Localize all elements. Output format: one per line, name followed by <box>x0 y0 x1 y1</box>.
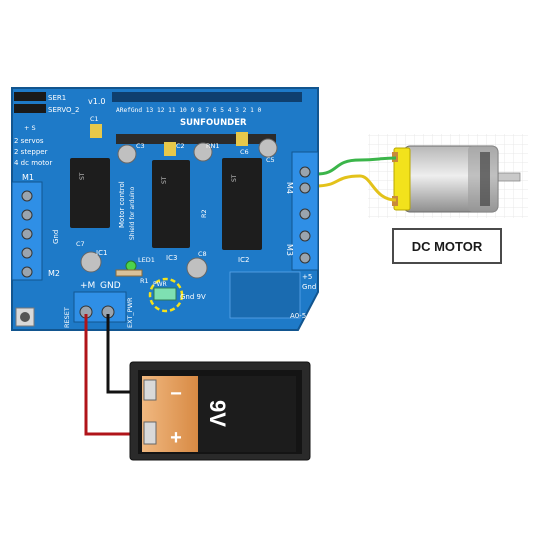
ext-pwr-terminal <box>73 291 127 323</box>
battery-body <box>198 376 296 452</box>
red-wire <box>84 314 142 436</box>
chip-mark-ic1: ST <box>79 172 86 180</box>
chip-mark-ic3: ST <box>161 176 168 184</box>
battery-minus-sign: − <box>170 383 182 405</box>
pwr-label: PWR <box>153 281 167 288</box>
gnd-bottom-label: GND <box>100 281 121 291</box>
plus-s-label: + S <box>24 124 36 132</box>
resistor-network <box>116 134 276 144</box>
arduino-pin-row: ARefGnd 13 12 11 10 9 8 7 6 5 4 3 2 1 0 <box>116 107 262 114</box>
note-servos: 2 servos <box>14 137 44 145</box>
note-dc-motor: 4 dc motor <box>14 159 52 167</box>
capacitor-c8 <box>186 257 208 279</box>
dc-motor-label-box: DC MOTOR <box>392 228 502 264</box>
m2-label: M2 <box>48 269 60 278</box>
ext-pwr-label: EXT_PWR <box>126 297 134 328</box>
chip-ic2 <box>222 158 262 250</box>
resistor-r1 <box>115 269 143 277</box>
c7-label: C7 <box>76 240 85 248</box>
capacitor-c7 <box>80 251 102 273</box>
battery-9v: − + 9V <box>129 361 311 461</box>
left-terminal-block <box>11 181 43 281</box>
reset-label: RESET <box>63 307 71 328</box>
c8-label: C8 <box>198 250 207 258</box>
r2-label: R2 <box>200 209 208 218</box>
m3-label: M3 <box>285 244 294 256</box>
servo1-header <box>14 92 46 101</box>
chip-ic1 <box>70 158 110 228</box>
capacitor-c3 <box>164 142 176 156</box>
c5-label: C5 <box>266 156 275 164</box>
side-text-1: Motor control <box>118 181 126 228</box>
servo1-label: SER1 <box>48 94 66 102</box>
led1-label: LED1 <box>138 256 155 264</box>
gnd-left-label: Gnd <box>52 230 60 244</box>
m1-label: M1 <box>22 173 34 182</box>
motor-end-cap <box>393 147 411 211</box>
c3-label: C3 <box>136 142 145 150</box>
ic3-label: IC3 <box>166 254 177 262</box>
top-header-pins <box>112 92 302 102</box>
plus-m-label: +M <box>80 281 95 291</box>
capacitor-c3-top <box>117 144 137 164</box>
gnd-9v-label: Gnd 9V <box>180 293 206 301</box>
r1-label: R1 <box>140 277 149 285</box>
plus5-label: +5 <box>302 273 312 281</box>
pwr-jumper <box>153 287 177 301</box>
capacitor-c5 <box>258 138 278 158</box>
battery-terminal-minus <box>143 379 157 401</box>
yellow-wire <box>315 174 397 202</box>
side-text-2: Shield for arduino <box>129 186 136 240</box>
dc-motor <box>368 134 528 218</box>
capacitor-c6 <box>236 132 248 146</box>
ic1-label: IC1 <box>96 249 107 257</box>
pin-grid <box>229 271 301 319</box>
battery-plus-sign: + <box>170 427 182 449</box>
c1-label: C1 <box>90 115 99 123</box>
pwr-jumper-highlight <box>148 277 184 313</box>
c2-label: C2 <box>176 142 185 150</box>
chip-mark-ic2: ST <box>231 174 238 182</box>
motor-shield-board: SER1 SERVO_2 v1.0 ARefGnd 13 12 11 10 9 … <box>11 87 319 331</box>
servo2-label: SERVO_2 <box>48 106 79 114</box>
chip-ic3 <box>152 160 190 248</box>
capacitor-c1 <box>90 124 102 138</box>
a0-5-label: A0-5 <box>290 312 306 320</box>
green-wire <box>315 156 397 176</box>
battery-terminal-plus <box>143 421 157 445</box>
dc-motor-label: DC MOTOR <box>411 238 483 254</box>
note-stepper: 2 stepper <box>14 148 48 156</box>
rn1-label: RN1 <box>206 142 220 150</box>
capacitor-c2 <box>193 142 213 162</box>
motor-wires <box>315 156 397 202</box>
ic2-label: IC2 <box>238 256 249 264</box>
c6-label: C6 <box>240 148 249 156</box>
battery-voltage: 9V <box>205 400 230 427</box>
reset-knob <box>20 312 30 322</box>
gnd-right-label: Gnd <box>302 283 316 291</box>
version-label: v1.0 <box>88 97 105 106</box>
m4-label: M4 <box>285 182 294 194</box>
brand-label: SUNFOUNDER <box>180 118 247 128</box>
servo2-header <box>14 104 46 113</box>
motor-vent <box>480 152 490 206</box>
right-terminal-block <box>291 151 319 271</box>
